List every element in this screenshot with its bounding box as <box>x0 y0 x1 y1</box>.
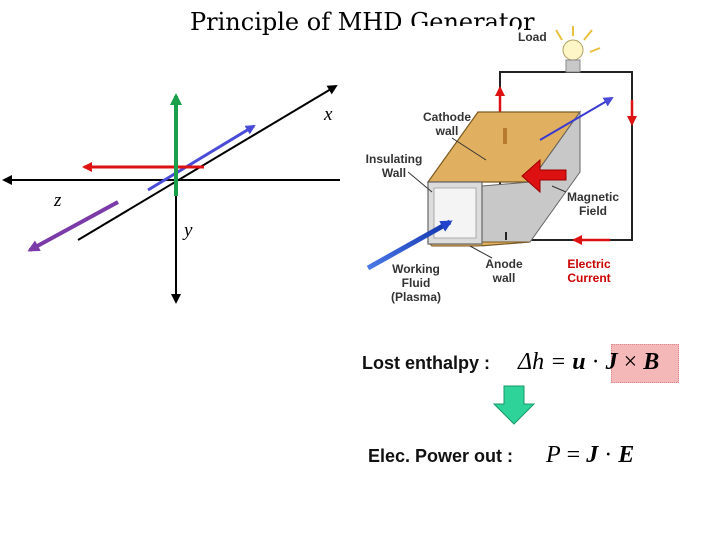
magnetic-field-arrow <box>521 158 567 194</box>
title-occluder <box>398 26 518 42</box>
cathode-leader <box>451 137 487 161</box>
eq-E: E <box>618 442 635 468</box>
eq-dot-1: · <box>585 349 606 375</box>
eq-dot-2: · <box>598 442 619 468</box>
anode-wall-label: Anode wall <box>485 257 523 285</box>
power-out-label: Elec. Power out : <box>368 446 514 466</box>
light-bulb-icon <box>555 26 601 73</box>
insulating-leader <box>407 171 433 193</box>
electric-current-label: Electric Current <box>567 257 611 285</box>
x-vector <box>147 124 256 192</box>
axes-group <box>2 84 340 304</box>
load-label: Load <box>518 30 547 44</box>
channel-inner <box>433 187 477 239</box>
jxb-highlight <box>611 344 679 383</box>
eq-times: × <box>617 349 644 375</box>
lost-enthalpy-equation: Δh = u · J × B <box>518 349 659 376</box>
x-axis <box>77 84 338 241</box>
eq-J-1: J <box>605 349 618 375</box>
working-fluid-label: Working Fluid (Plasma) <box>390 262 442 304</box>
axis-label-y: y <box>184 220 193 241</box>
insulating-wall-label: Insulating Wall <box>365 152 423 180</box>
magnetic-field-label: Magnetic Field <box>566 190 619 218</box>
axis-label-z: z <box>54 190 62 211</box>
down-arrow-icon <box>492 385 536 425</box>
eq-delta-h: Δh = <box>518 349 573 375</box>
eq-equals: = <box>560 442 587 468</box>
working-fluid-arrow <box>366 219 453 271</box>
magnetic-leader <box>551 185 567 193</box>
power-equation: P = J · E <box>546 442 634 469</box>
cathode-probe <box>503 128 507 144</box>
eq-J-2: J <box>586 442 599 468</box>
cathode-wall-label: Cathode wall <box>423 110 471 138</box>
eq-P: P <box>546 442 561 468</box>
transition-arrow <box>492 385 536 425</box>
axis-label-x: x <box>324 104 333 125</box>
z-vector <box>27 200 119 252</box>
lost-enthalpy-label: Lost enthalpy : <box>362 353 491 373</box>
flow-exit-arrow <box>539 96 614 141</box>
mhd-channel-diagram <box>366 26 637 271</box>
eq-B: B <box>643 349 660 375</box>
eq-u: u <box>572 349 586 375</box>
anode-leader <box>469 245 493 259</box>
